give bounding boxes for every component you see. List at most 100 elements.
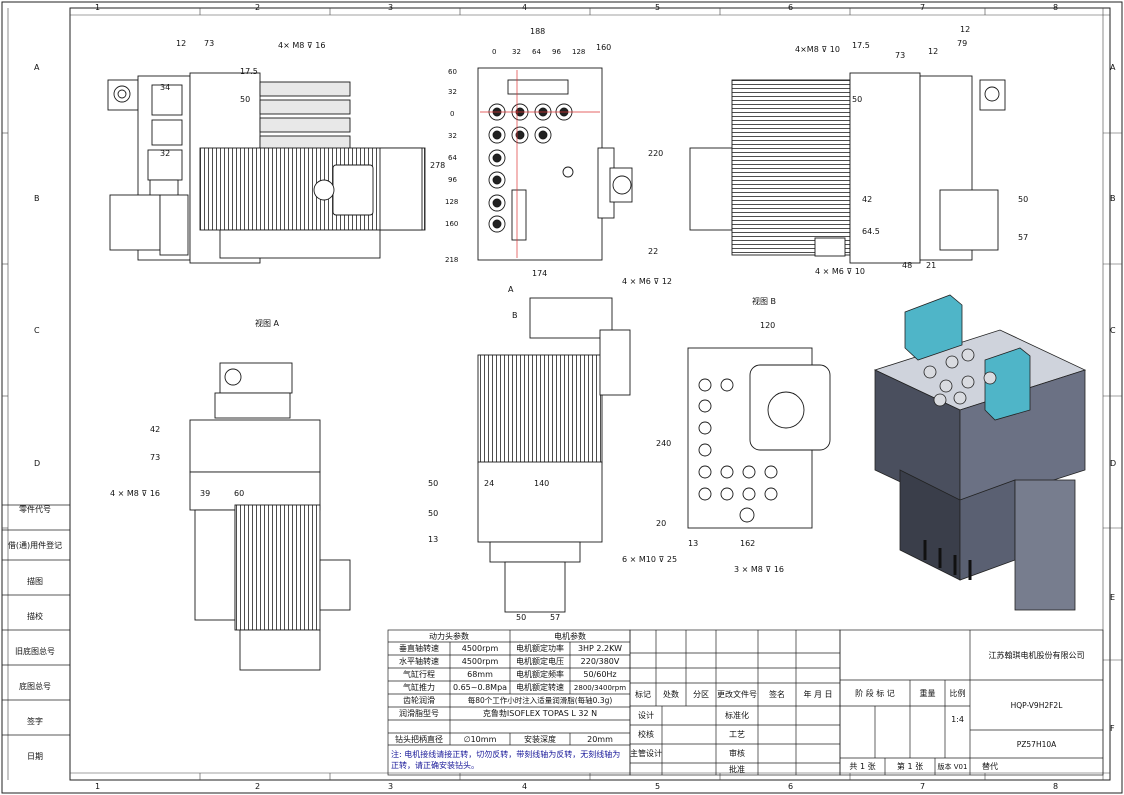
weight-label: 重量 [919,688,936,698]
col-2-bottom: 2 [255,782,261,791]
side-old-master-no: 旧底图总号 [15,647,55,656]
dim-tc-top-128: 128 [572,48,586,56]
dim-tl-12: 12 [176,39,187,48]
col-5-bottom: 5 [655,782,661,791]
spec-chuck-value: ∅10mm [463,734,497,744]
dim-tc-l-64: 64 [448,154,457,162]
spec-r0-motor-label: 电机额定功率 [516,644,564,653]
dim-mc-50b: 50 [428,509,439,518]
col-8-bottom: 8 [1053,782,1059,791]
rev-h-count: 处数 [663,690,679,699]
dim-tr-21: 21 [926,261,937,270]
stage-mark-label: 阶 段 标 记 [855,688,895,698]
row-c: C [34,326,40,335]
dim-tc-l-32a: 32 [448,88,457,96]
scale-label: 比例 [949,688,966,698]
dim-tc-l-128: 128 [445,198,459,206]
col-3: 3 [388,3,394,12]
rev-approve: 批准 [729,764,745,774]
spec-r2-motor-label: 电机额定频率 [516,670,564,679]
view-b-label: 视图 B [752,297,777,306]
col-6-bottom: 6 [788,782,794,791]
rev-review: 审核 [729,749,745,758]
spec-lube-value: 每80个工作小时注入适量润滑脂(每轴0.3g) [467,696,613,705]
part-number: HQP-V9H2F2L [1010,700,1063,710]
row-c-right: C [1110,326,1116,335]
col-3-bottom: 3 [388,782,394,791]
revision-grid [629,629,841,776]
dim-ml-60: 60 [234,489,245,498]
side-master-no: 底图总号 [19,682,51,691]
dim-mr-20: 20 [656,519,667,528]
spec-r1-motor-value: 220/380V [580,657,620,666]
dim-tc-l-32b: 32 [448,132,457,140]
spec-r0-label: 垂直轴转速 [399,644,439,653]
dim-mr-120: 120 [760,321,776,330]
dim-tr-d12: 12 [960,25,971,34]
dim-mc-13: 13 [428,535,439,544]
spec-head-right: 电机参数 [554,631,586,641]
row-b-right: B [1110,194,1116,203]
col-4: 4 [522,3,528,12]
arrow-a-label: A [508,285,514,294]
spec-depth-label: 安装深度 [524,734,556,744]
dim-mc-50c: 50 [516,613,527,622]
view-b-side-drawing [477,297,631,613]
scale-value: 1:4 [951,714,964,724]
side-signature: 签字 [27,717,43,726]
side-part-code: 零件代号 [19,505,51,514]
side-borrowed-register: 借(通)用件登记 [7,541,63,550]
dim-mc-hole: 6 × M10 ⊽ 25 [622,555,678,564]
dim-tr-50: 50 [852,95,863,104]
dim-ml-42: 42 [150,425,161,434]
sheets-total: 共 1 张 [849,762,876,771]
dim-tl-17: 17.5 [240,67,258,76]
side-view-right [689,72,1006,264]
spec-r2-value: 68mm [467,670,493,679]
spec-note: 注: 电机接线请接正转，切勿反转，带刻线轴为反转，无刻线轴为正转，请正确安装钻头… [391,750,621,770]
spec-r1-value: 4500rpm [461,657,499,666]
col-4-bottom: 4 [522,782,528,791]
dim-mr-240: 240 [656,439,672,448]
dim-tr-645: 64.5 [862,227,880,236]
side-tracing: 描图 [27,577,43,586]
dim-ml-39: 39 [200,489,211,498]
dim-tr-17: 17.5 [852,41,870,50]
spec-r3-motor-label: 电机额定转速 [516,683,564,692]
side-view-left [107,72,426,264]
dim-tr-48: 48 [902,261,913,270]
dim-tc-l-60: 60 [448,68,457,76]
dim-tc-top-32: 32 [512,48,521,56]
dim-tc-l-0: 0 [450,110,455,118]
rev-chief: 主管设计 [630,749,662,758]
dim-tl-hole: 4× M8 ⊽ 16 [278,41,326,50]
spec-lube-label: 齿轮润滑 [403,696,435,705]
row-e-right: E [1110,593,1116,602]
drawing-number: PZ57H10A [1016,739,1057,749]
dim-tc-160: 160 [596,43,612,52]
dim-tl-50: 50 [240,95,251,104]
dim-tc-top-0: 0 [492,48,497,56]
dim-tc-220: 220 [648,149,664,158]
dim-tc-l-96: 96 [448,176,457,184]
dim-mc-24: 24 [484,479,495,488]
spec-r3-motor-value: 2800/3400rpm [573,683,627,692]
row-d: D [34,459,41,468]
dim-tc-top-96: 96 [552,48,561,56]
dim-tc-top-64: 64 [532,48,541,56]
col-6: 6 [788,3,794,12]
row-b: B [34,194,40,203]
dim-tr-42: 42 [862,195,873,204]
rev-h-file: 更改文件号 [717,690,757,699]
side-date: 日期 [27,752,43,761]
dim-tl-34: 34 [160,83,171,92]
dim-tr-57: 57 [1018,233,1029,242]
spec-r2-motor-value: 50/60Hz [583,670,617,679]
rev-check: 校核 [638,730,654,739]
col-7-bottom: 7 [920,782,926,791]
col-8: 8 [1053,3,1059,12]
row-f-right: F [1110,724,1115,733]
dim-tc-l-218: 218 [445,256,459,264]
col-2: 2 [255,3,261,12]
